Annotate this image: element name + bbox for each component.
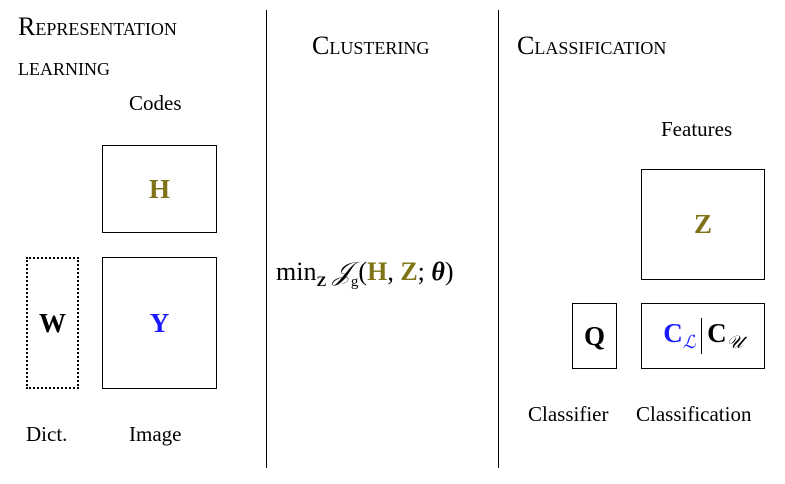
heading-representation-line1: Representation [18, 12, 177, 41]
classifier-label: Classifier [528, 402, 609, 426]
formula-min: min [276, 257, 317, 286]
image-symbol: Y [149, 307, 170, 338]
formula-theta: θ [431, 257, 445, 286]
classification-unlabeled-symbol: C [707, 317, 727, 348]
classification-box: Cℒ C𝒰 [641, 303, 765, 369]
formula-min-subscript: Z [316, 274, 327, 291]
formula-comma: , [387, 257, 401, 286]
formula-j-subscript: g [350, 274, 359, 291]
image-box: Y [102, 257, 217, 389]
formula-semicolon: ; [417, 257, 432, 286]
clustering-objective: minZ 𝒥g(H, Z; θ) [276, 257, 454, 291]
classification-content: Cℒ C𝒰 [663, 318, 743, 354]
classifier-box: Q [572, 303, 617, 369]
codes-box: H [102, 145, 217, 233]
classification-labeled: Cℒ [663, 318, 695, 354]
classification-unlabeled-subscript: 𝒰 [726, 332, 743, 353]
classifier-symbol: Q [583, 320, 605, 351]
features-box: Z [641, 169, 765, 280]
codes-symbol: H [148, 173, 170, 204]
features-label: Features [661, 117, 733, 141]
image-label: Image [129, 422, 182, 446]
formula-h: H [367, 257, 388, 286]
classification-labeled-symbol: C [663, 317, 683, 348]
classification-unlabeled: C𝒰 [707, 318, 743, 354]
divider-right [498, 10, 500, 468]
heading-clustering: Clustering [312, 31, 430, 60]
classification-separator [700, 317, 703, 354]
dictionary-symbol: W [39, 307, 66, 338]
formula-z: Z [400, 257, 418, 286]
codes-label: Codes [129, 91, 182, 115]
formula-j: 𝒥 [332, 257, 351, 286]
heading-representation-line2: learning [18, 52, 110, 81]
features-symbol: Z [693, 209, 712, 239]
heading-classification: Classification [517, 31, 667, 60]
heading-representation-learning: Representation learning [18, 14, 177, 80]
classification-labeled-subscript: ℒ [682, 332, 696, 353]
classification-label: Classification [636, 402, 752, 426]
formula-open-paren: ( [358, 257, 368, 286]
formula-close-paren: ) [444, 257, 454, 286]
dict-label: Dict. [26, 422, 68, 446]
dictionary-box: W [26, 257, 79, 389]
divider-left [266, 10, 268, 468]
